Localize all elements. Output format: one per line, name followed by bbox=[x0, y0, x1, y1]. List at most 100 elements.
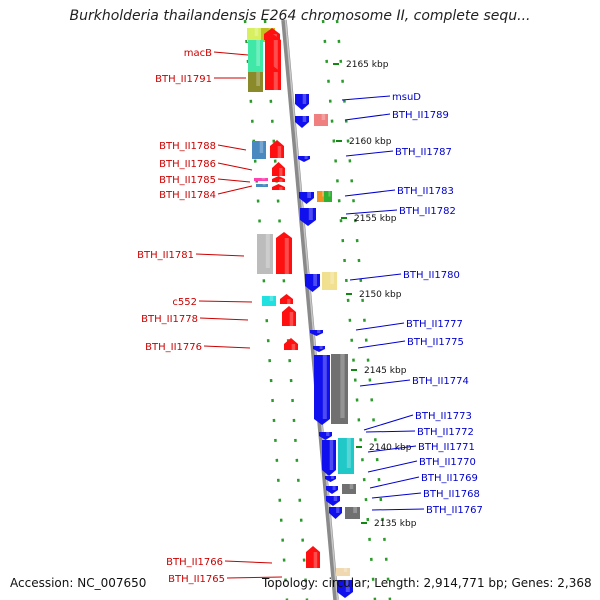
right-gene-label-14: BTH_II1769 bbox=[421, 473, 478, 484]
gene-feature-18 bbox=[272, 184, 285, 190]
left-gene-label-11: BTH_II1766 bbox=[166, 557, 223, 568]
gene-feature-34 bbox=[331, 354, 348, 424]
gene-feature-31 bbox=[284, 338, 298, 350]
gene-feature-7-shade bbox=[273, 72, 278, 90]
left-label-connector-12 bbox=[226, 576, 283, 579]
right-gene-label-16: BTH_II1767 bbox=[426, 505, 483, 516]
gene-feature-39 bbox=[326, 486, 338, 494]
accession-text: Accession: NC_007650 bbox=[10, 576, 147, 590]
gene-feature-31-shade bbox=[291, 344, 296, 350]
right-gene-label-7: BTH_II1777 bbox=[406, 319, 463, 330]
gene-feature-15-shade bbox=[261, 178, 266, 180]
left-gene-label-7: BTH_II1781 bbox=[137, 250, 194, 261]
left-label-connector-3 bbox=[217, 144, 247, 151]
gene-feature-43-shade bbox=[353, 507, 357, 513]
topology-text: Topology: circular; Length: 2,914,771 bp… bbox=[262, 576, 592, 590]
gene-feature-20-shade bbox=[321, 191, 325, 197]
gene-feature-39-shade bbox=[332, 486, 336, 490]
right-gene-label-4: BTH_II1783 bbox=[397, 186, 454, 197]
left-label-connector-9 bbox=[199, 317, 249, 321]
gene-feature-5 bbox=[265, 34, 281, 72]
gene-feature-9-shade bbox=[302, 116, 307, 122]
gene-feature-41 bbox=[326, 496, 340, 506]
gene-feature-10-shade bbox=[321, 114, 326, 120]
left-label-connector-4 bbox=[217, 162, 253, 171]
left-gene-label-10: BTH_II1776 bbox=[145, 342, 202, 353]
right-label-connector-11 bbox=[365, 430, 416, 433]
gene-feature-28-shade bbox=[287, 299, 291, 304]
kbp-label-1: 2165 kbp bbox=[346, 60, 389, 70]
gene-feature-27-shade bbox=[269, 296, 274, 301]
right-gene-label-3: BTH_II1787 bbox=[395, 147, 452, 158]
right-gene-label-10: BTH_II1773 bbox=[415, 411, 472, 422]
left-label-connector-7 bbox=[195, 253, 245, 257]
gene-feature-25-shade bbox=[313, 274, 317, 286]
gene-feature-44 bbox=[306, 546, 320, 568]
gene-feature-42-shade bbox=[336, 507, 340, 513]
right-label-connector-5 bbox=[345, 209, 398, 215]
gene-feature-17 bbox=[256, 184, 268, 187]
gene-feature-24 bbox=[276, 232, 292, 274]
left-gene-label-5: BTH_II1785 bbox=[159, 175, 216, 186]
kbp-label-2: 2160 kbp bbox=[349, 137, 392, 147]
gene-feature-11 bbox=[252, 141, 266, 159]
gene-feature-6 bbox=[248, 72, 263, 92]
right-gene-label-13: BTH_II1770 bbox=[419, 457, 476, 468]
right-gene-label-8: BTH_II1775 bbox=[407, 337, 464, 348]
track-dotted-line-1 bbox=[243, 19, 289, 600]
gene-feature-15 bbox=[254, 178, 268, 181]
left-label-connector-8 bbox=[198, 300, 253, 303]
right-label-connector-14 bbox=[369, 476, 420, 489]
right-label-connector-6 bbox=[349, 273, 402, 281]
gene-feature-12-shade bbox=[277, 146, 282, 158]
kbp-label-3: 2155 kbp bbox=[354, 214, 397, 224]
gene-feature-44-shade bbox=[313, 552, 318, 568]
gene-feature-8-shade bbox=[302, 94, 307, 104]
map-title: Burkholderia thailandensis E264 chromoso… bbox=[69, 8, 531, 24]
gene-feature-38-shade bbox=[331, 476, 334, 479]
gene-feature-4 bbox=[248, 40, 263, 72]
right-gene-label-9: BTH_II1774 bbox=[412, 376, 469, 387]
left-label-connector-5 bbox=[217, 178, 251, 183]
right-label-connector-4 bbox=[344, 189, 396, 197]
gene-feature-24-shade bbox=[284, 238, 289, 274]
left-gene-label-4: BTH_II1786 bbox=[159, 159, 216, 170]
right-gene-label-5: BTH_II1782 bbox=[399, 206, 456, 217]
kbp-label-5: 2145 kbp bbox=[364, 366, 407, 376]
gene-feature-28 bbox=[280, 294, 293, 304]
gene-feature-21 bbox=[324, 191, 332, 202]
gene-feature-27 bbox=[262, 296, 276, 306]
gene-feature-23 bbox=[257, 234, 273, 274]
right-label-connector-3 bbox=[345, 150, 394, 157]
gene-feature-8 bbox=[295, 94, 309, 110]
gene-feature-1-shade bbox=[254, 28, 259, 36]
gene-feature-35 bbox=[319, 432, 332, 440]
gene-feature-29-shade bbox=[289, 312, 294, 326]
right-gene-label-12: BTH_II1771 bbox=[418, 442, 475, 453]
gene-feature-19-shade bbox=[307, 192, 311, 198]
track-dotted-line-4 bbox=[335, 19, 392, 600]
right-label-connector-7 bbox=[355, 322, 405, 331]
gene-feature-1 bbox=[247, 28, 261, 42]
gene-feature-25 bbox=[305, 274, 320, 292]
kbp-label-6: 2140 kbp bbox=[369, 443, 412, 453]
gene-feature-23-shade bbox=[265, 234, 270, 268]
gene-feature-26 bbox=[322, 272, 337, 290]
right-label-connector-1 bbox=[341, 95, 391, 101]
right-label-connector-15 bbox=[371, 492, 422, 499]
left-label-connector-6 bbox=[217, 185, 253, 195]
right-label-connector-8 bbox=[357, 340, 406, 349]
right-label-connector-10 bbox=[363, 414, 414, 431]
gene-feature-42 bbox=[329, 507, 342, 519]
right-label-connector-12 bbox=[367, 445, 417, 453]
left-gene-label-1: macB bbox=[184, 48, 212, 59]
gene-feature-38 bbox=[325, 476, 336, 482]
gene-feature-17-shade bbox=[262, 184, 266, 186]
genome-backbone bbox=[281, 19, 339, 600]
gene-feature-13 bbox=[298, 156, 310, 162]
gene-feature-33 bbox=[314, 355, 330, 425]
right-gene-label-6: BTH_II1780 bbox=[403, 270, 460, 281]
left-label-connector-1 bbox=[213, 51, 249, 56]
